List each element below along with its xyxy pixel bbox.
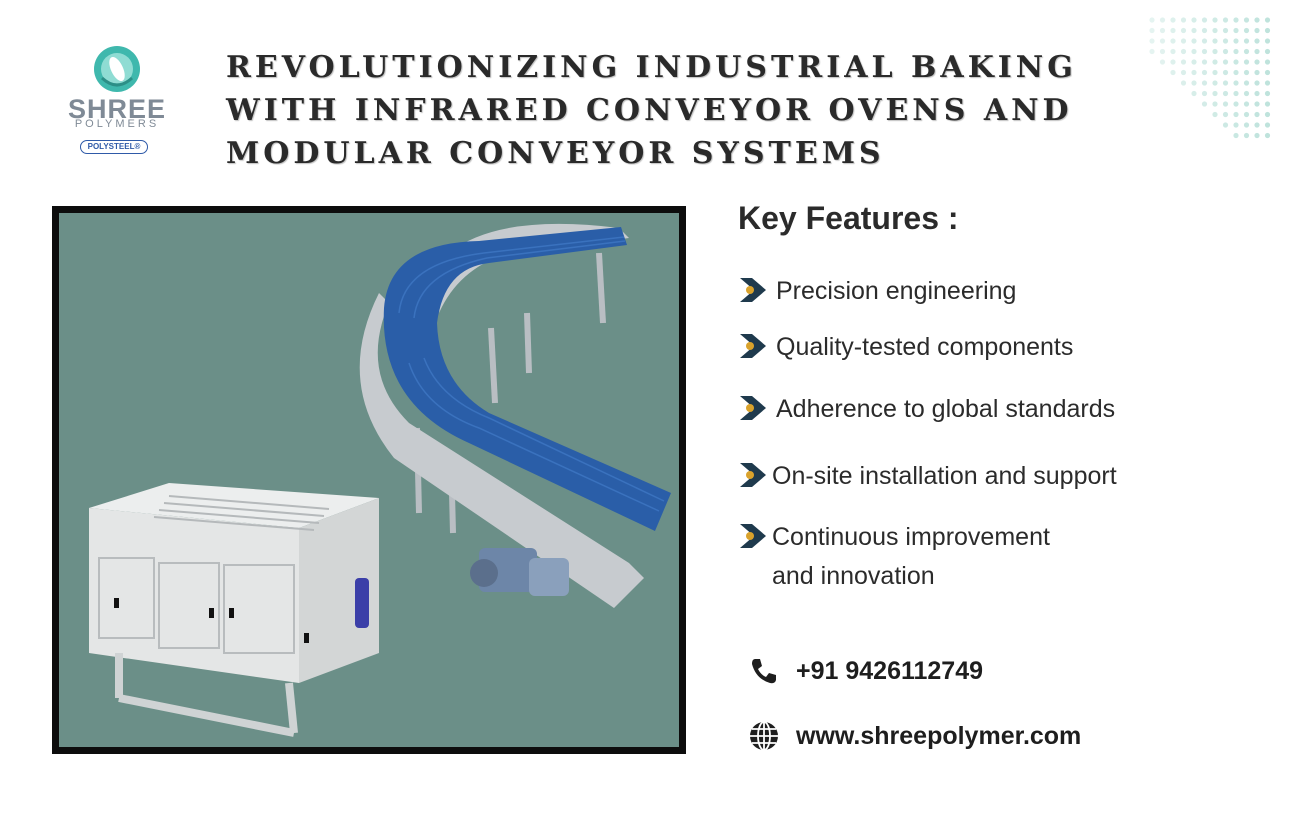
arrow-bullet-icon	[740, 334, 766, 358]
decorative-dot-grid	[1149, 17, 1271, 139]
feature-item: Continuous improvement and innovation	[738, 518, 1082, 596]
feature-label: Adherence to global standards	[776, 395, 1116, 423]
feature-label: Quality-tested components	[776, 333, 1074, 361]
contact-website: www.shreepolymer.com	[748, 720, 1081, 752]
feature-label: On-site installation and support	[772, 462, 1117, 490]
logo-subtitle-text: POLYMERS	[74, 118, 160, 130]
globe-icon	[750, 721, 778, 751]
key-features-title: Key Features :	[738, 200, 959, 236]
arrow-bullet-icon	[740, 396, 766, 420]
company-logo: SHREE POLYMERS POLYSTEEL®	[58, 44, 176, 160]
phone-icon	[752, 659, 776, 684]
logo-brand-text: SHREE	[67, 94, 167, 124]
contact-phone: +91 9426112749	[748, 655, 983, 687]
feature-item: On-site installation and support	[738, 457, 1117, 496]
phone-number[interactable]: +91 9426112749	[796, 656, 984, 685]
arrow-bullet-icon	[740, 463, 766, 487]
page-headline: REVOLUTIONIZING INDUSTRIAL BAKING WITH I…	[226, 50, 1077, 171]
arrow-bullet-icon	[740, 278, 766, 302]
feature-label: Continuous improvement and innovation	[772, 523, 1050, 590]
arrow-bullet-icon	[740, 524, 766, 548]
logo-badge: POLYSTEEL®	[80, 140, 148, 154]
feature-item: Adherence to global standards	[738, 390, 1115, 429]
feature-label: Precision engineering	[776, 277, 1017, 305]
product-photo	[52, 206, 686, 754]
feature-item: Precision engineering	[738, 272, 1016, 311]
logo-swirl-icon	[94, 46, 140, 92]
website-url[interactable]: www.shreepolymer.com	[796, 721, 1082, 750]
conveyor-and-oven-illustration	[59, 213, 679, 747]
feature-item: Quality-tested components	[738, 328, 1073, 367]
